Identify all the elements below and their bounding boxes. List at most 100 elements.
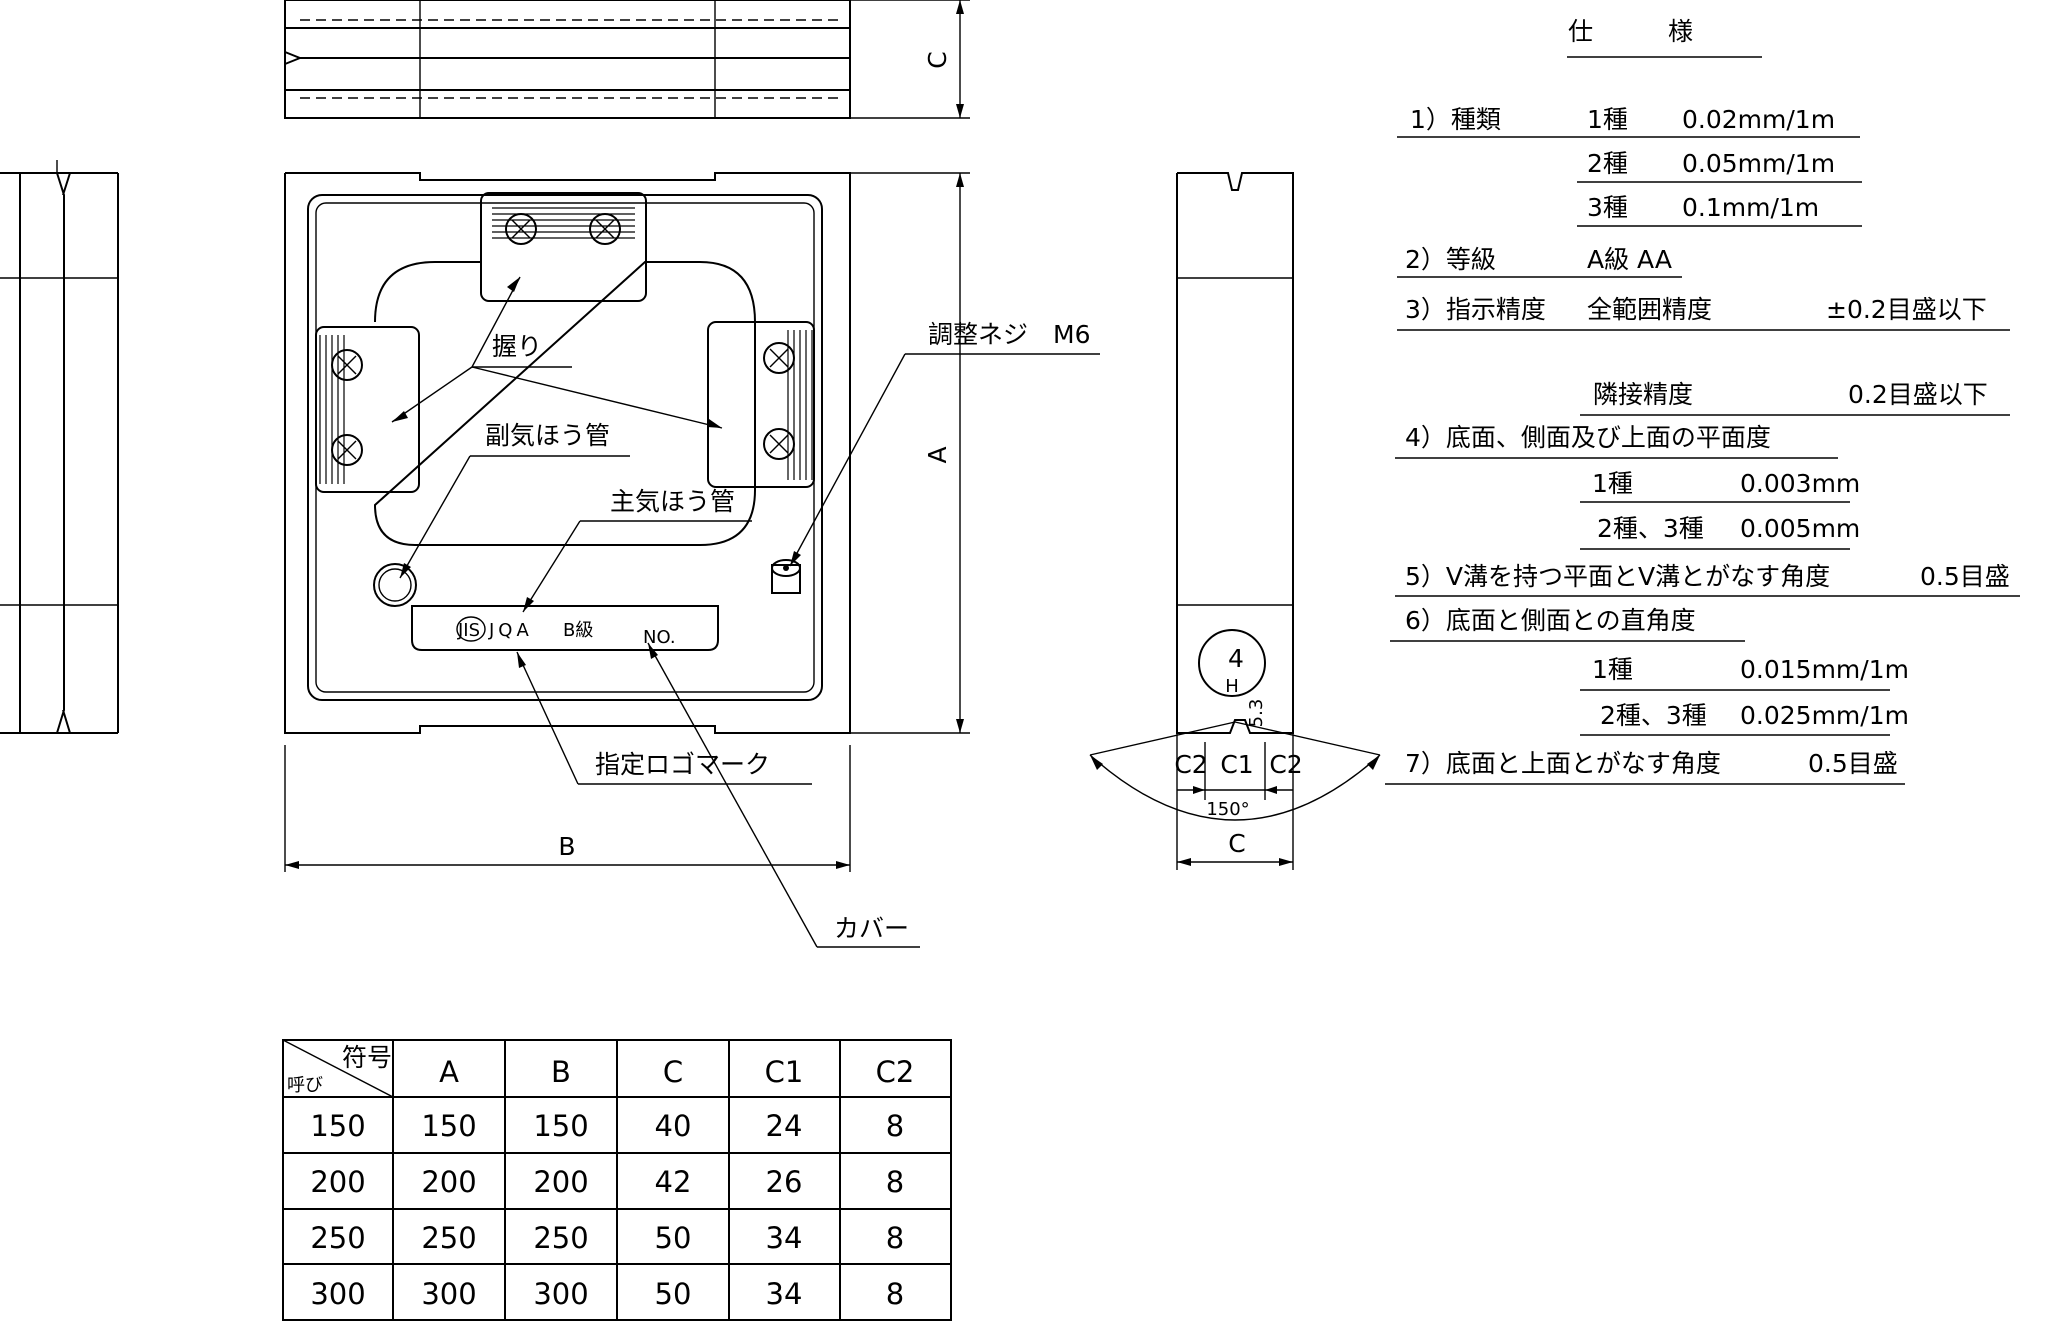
spec-item7-label: 7）底面と上面とがなす角度 — [1405, 749, 1721, 778]
table-cell: 50 — [655, 1221, 692, 1255]
table-cell: 8 — [886, 1165, 904, 1199]
side-h-mark: H — [1225, 676, 1239, 697]
spec-item1-value1: 0.02mm/1m — [1682, 105, 1835, 134]
table-cell: 200 — [533, 1165, 588, 1199]
top-view: C — [284, 0, 970, 119]
table-cell: 24 — [766, 1109, 803, 1143]
table-row: 250 250 250 50 34 8 — [310, 1221, 904, 1255]
spec-item5-label: 5）V溝を持つ平面とV溝とがなす角度 — [1405, 562, 1830, 591]
table-cell: 250 — [421, 1221, 476, 1255]
spec-item1-grade2: 2種 — [1587, 149, 1628, 178]
dim-c-top: C — [923, 51, 952, 68]
spec-item4-r2-value: 0.005mm — [1740, 514, 1860, 543]
dim-angle: 150° — [1206, 799, 1249, 820]
screw-icon — [763, 342, 795, 374]
table-cell: 300 — [421, 1277, 476, 1311]
spec-item1-label: 1）種類 — [1410, 105, 1501, 134]
table-corner-bottom: 呼び — [287, 1075, 323, 1096]
table-corner-top: 符号 — [342, 1043, 392, 1072]
table-cell: 8 — [886, 1221, 904, 1255]
spec-title: 仕 様 — [1568, 17, 1693, 46]
spec-item1-grade1: 1種 — [1587, 105, 1628, 134]
spec-item6-r1-value: 0.015mm/1m — [1740, 655, 1909, 684]
label-main-vial: 主気ほう管 — [610, 487, 735, 516]
table-header: C1 — [765, 1055, 804, 1089]
spec-item7-value: 0.5目盛 — [1808, 749, 1898, 778]
table-cell: 8 — [886, 1277, 904, 1311]
screw-icon — [505, 213, 537, 245]
side-small-mark: 5.3 — [1246, 699, 1267, 728]
circle-number: 4 — [1228, 644, 1244, 673]
spec-item4-r2-grade: 2種、3種 — [1597, 514, 1704, 543]
spec-item3-sub1: 全範囲精度 — [1587, 295, 1712, 324]
left-vial-hatch — [319, 335, 345, 484]
grade-circle — [1198, 629, 1266, 697]
screw-icon — [331, 349, 363, 381]
spec-item4-label: 4）底面、側面及び上面の平面度 — [1405, 423, 1771, 452]
dim-a: A — [923, 446, 952, 463]
spec-item2-value: A級 AA — [1587, 245, 1672, 274]
spec-item4-r1-grade: 1種 — [1592, 469, 1633, 498]
table-header: B — [551, 1055, 571, 1089]
table-row: 300 300 300 50 34 8 — [310, 1277, 904, 1311]
adjust-screw-icon — [771, 559, 801, 594]
screw-icon — [763, 428, 795, 460]
spec-item6-r2-grade: 2種、3種 — [1600, 701, 1707, 730]
table-cell: 250 — [533, 1221, 588, 1255]
table-cell: 300 — [310, 1277, 365, 1311]
table-cell: 150 — [421, 1109, 476, 1143]
label-sub-vial: 副気ほう管 — [485, 421, 610, 450]
label-logo-mark: 指定ロゴマーク — [595, 750, 770, 779]
plate-jis: JIS — [457, 620, 480, 641]
right-side-view: 4 H 5.3 150° C2 C1 C2 C — [1089, 172, 1381, 870]
table-row: 200 200 200 42 26 8 — [310, 1165, 904, 1199]
table-cell: 200 — [421, 1165, 476, 1199]
top-vial-hatch — [492, 207, 635, 239]
label-cover: カバー — [834, 914, 909, 943]
table-header: A — [439, 1055, 459, 1089]
right-vial-hatch — [787, 330, 813, 480]
table-cell: 250 — [310, 1221, 365, 1255]
spec-item1-value3: 0.1mm/1m — [1682, 193, 1819, 222]
table-cell: 150 — [310, 1109, 365, 1143]
table-cell: 300 — [533, 1277, 588, 1311]
plate-no: NO. — [643, 627, 676, 648]
table-cell: 34 — [766, 1277, 803, 1311]
table-cell: 40 — [655, 1109, 692, 1143]
front-view: JIS JQA B級 NO. A B 握り 副気ほう管 主気ほう管 — [284, 172, 1100, 948]
sub-vial-circle — [373, 563, 417, 607]
label-grip: 握り — [492, 332, 542, 361]
dimension-table: 符号 呼び A B C C1 C2 150 150 150 40 24 8 20… — [282, 1039, 952, 1321]
left-side-view — [0, 160, 119, 734]
dim-c2-left: C2 — [1174, 750, 1207, 779]
table-cell: 200 — [310, 1165, 365, 1199]
spec-item3-sub2: 隣接精度 — [1593, 380, 1693, 409]
spec-item3-val2: 0.2目盛以下 — [1848, 380, 1988, 409]
table-cell: 8 — [886, 1109, 904, 1143]
table-header: C2 — [876, 1055, 915, 1089]
table-header: C — [663, 1055, 683, 1089]
spec-item5-value: 0.5目盛 — [1920, 562, 2010, 591]
screw-icon — [589, 213, 621, 245]
spec-block: 仕 様 1）種類 1種 0.02mm/1m 2種 0.05mm/1m 3種 0.… — [1385, 17, 2020, 785]
label-adjust-screw: 調整ネジ M6 — [928, 320, 1090, 349]
spec-item4-r1-value: 0.003mm — [1740, 469, 1860, 498]
spec-item1-value2: 0.05mm/1m — [1682, 149, 1835, 178]
table-cell: 42 — [655, 1165, 692, 1199]
screw-icon — [331, 434, 363, 466]
spec-item2-label: 2）等級 — [1405, 245, 1496, 274]
table-cell: 26 — [766, 1165, 803, 1199]
dim-b: B — [558, 832, 575, 861]
spec-item1-grade3: 3種 — [1587, 193, 1628, 222]
dim-c2-right: C2 — [1269, 750, 1302, 779]
spec-item3-val1: ±0.2目盛以下 — [1826, 295, 1987, 324]
table-cell: 150 — [533, 1109, 588, 1143]
table-row: 150 150 150 40 24 8 — [310, 1109, 904, 1143]
dim-c-side: C — [1228, 829, 1245, 858]
table-cell: 50 — [655, 1277, 692, 1311]
plate-grade: B級 — [563, 620, 593, 641]
dim-c1: C1 — [1220, 750, 1253, 779]
table-cell: 34 — [766, 1221, 803, 1255]
spec-item6-r1-grade: 1種 — [1592, 655, 1633, 684]
